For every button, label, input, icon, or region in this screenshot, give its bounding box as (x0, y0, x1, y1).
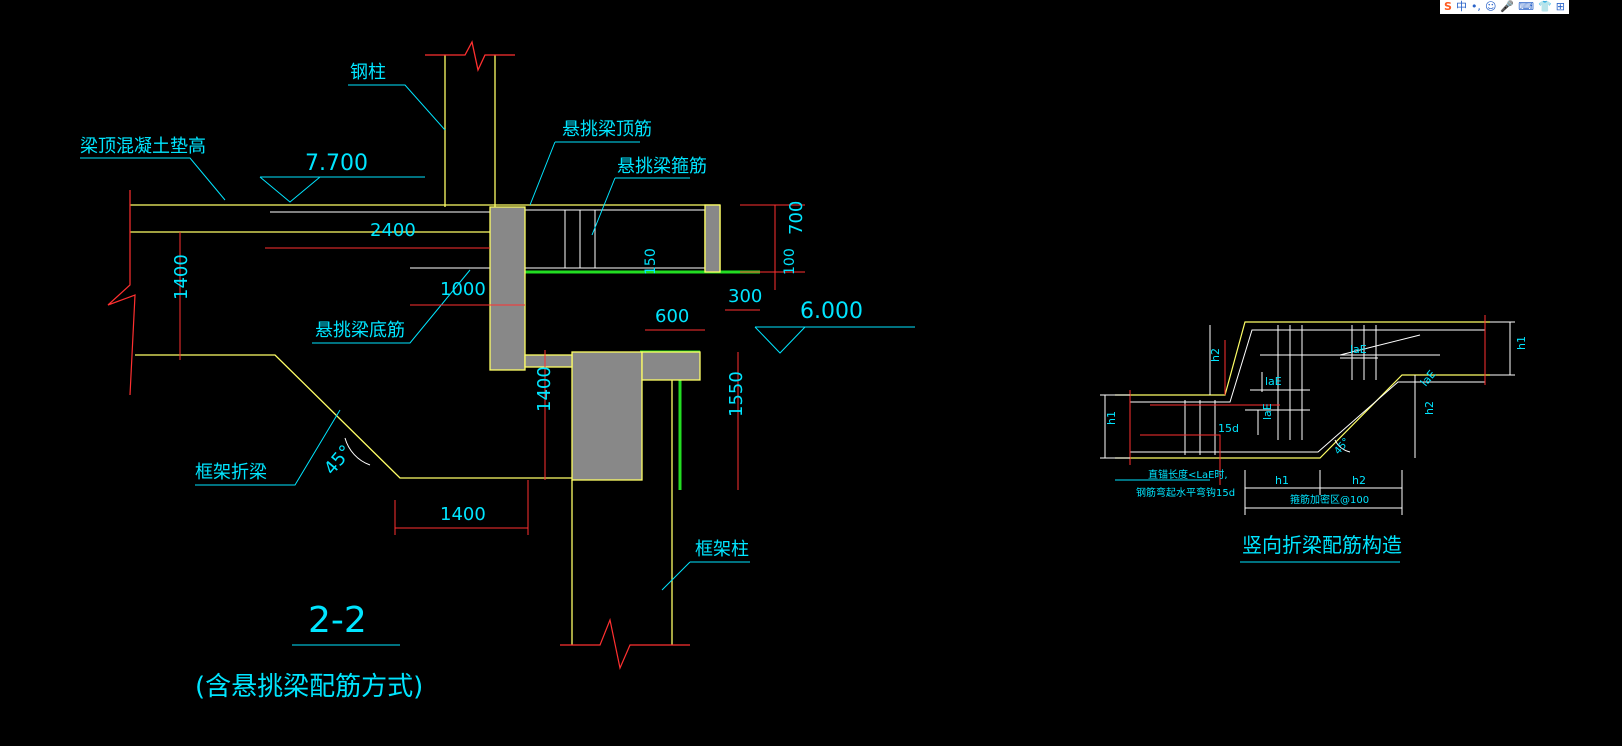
vd-note-line2: 钢筋弯起水平弯钩15d (1136, 486, 1235, 499)
label-frame-folded-beam: 框架折梁 (195, 462, 267, 483)
elevation-top-label: 7.700 (305, 151, 368, 176)
section-title: 2-2 (308, 600, 367, 641)
vd-h1-right: h1 (1515, 336, 1528, 350)
language-toggle[interactable]: 中 (1455, 0, 1467, 13)
cantilever-end-section (704, 204, 721, 273)
break-lines (107, 190, 690, 670)
dim-100: 100 (782, 248, 798, 275)
vd-lae-1: laE (1265, 375, 1282, 388)
angle-arc (344, 437, 371, 466)
dim-1400-mid: 1400 (534, 366, 555, 412)
vertical-detail-outline (1115, 321, 1490, 459)
label-beam-top-concrete: 梁顶混凝土垫高 (80, 136, 206, 157)
dim-600: 600 (655, 306, 689, 327)
vd-15d: 15d (1218, 422, 1239, 435)
bracket-section (641, 351, 701, 381)
dim-300: 300 (728, 286, 762, 307)
vd-h1-bottom: h1 (1275, 474, 1289, 487)
dim-700: 700 (786, 201, 807, 235)
folded-beam-outline (135, 354, 673, 645)
steel-column-section (489, 206, 526, 371)
label-frame-column: 框架柱 (695, 539, 749, 560)
leader-lines (80, 84, 1210, 591)
frame-column-section (571, 351, 643, 481)
angle-label: 45° (320, 441, 357, 479)
cantilever-stirrups (270, 209, 716, 269)
dim-1400-left: 1400 (171, 254, 192, 300)
vertical-detail-drawing: h1 h1 h2 h2 laE laE laE laE 15d h1 h2 45… (1100, 315, 1528, 563)
beam-end-section (524, 354, 573, 368)
steel-column (425, 40, 515, 207)
vd-h2-top: h2 (1209, 348, 1222, 362)
label-cantilever-top-bar: 悬挑梁顶筋 (562, 119, 652, 140)
vertical-detail-dims (1100, 321, 1515, 515)
elevation-marker-right (754, 326, 915, 354)
vd-lae-4: laE (1418, 368, 1439, 389)
vertical-detail-red (1129, 315, 1486, 485)
elevation-right-label: 6.000 (800, 299, 863, 324)
dimension-lines (179, 204, 805, 535)
microphone-icon[interactable]: 🎤 (1500, 0, 1515, 13)
section-2-2-drawing: 7.700 6.000 (80, 40, 1210, 702)
vd-h1-left: h1 (1105, 411, 1118, 425)
vd-h2-bottom: h2 (1352, 474, 1366, 487)
dim-150: 150 (643, 248, 659, 275)
vd-angle: 45° (1332, 436, 1352, 457)
skin-icon[interactable]: 👕 (1538, 0, 1552, 13)
vd-h2-right: h2 (1423, 401, 1436, 415)
vd-lae-2: laE (1350, 343, 1367, 356)
dim-1000: 1000 (440, 279, 486, 300)
label-cantilever-bottom-bar: 悬挑梁底筋 (315, 320, 405, 341)
punctuation-icon[interactable]: •, (1470, 0, 1481, 13)
ime-toolbar[interactable]: S 中 •, ☺ 🎤 ⌨ 👕 ⊞ (1440, 0, 1569, 14)
label-steel-column: 钢柱 (350, 62, 386, 83)
vd-lae-3: laE (1261, 403, 1274, 420)
vd-title: 竖向折梁配筋构造 (1242, 533, 1402, 557)
section-subtitle: (含悬挑梁配筋方式) (195, 672, 423, 702)
toolbox-icon[interactable]: ⊞ (1555, 0, 1565, 13)
vd-note-line1: 直锚长度<LaE时, (1148, 468, 1228, 481)
vertical-detail-bars (1130, 325, 1485, 455)
dim-2400: 2400 (370, 220, 416, 241)
vertical-detail-angle-arc (1334, 439, 1351, 453)
elevation-marker-top (259, 176, 425, 203)
dim-1400-bottom: 1400 (440, 504, 486, 525)
label-cantilever-stirrup: 悬挑梁箍筋 (617, 156, 707, 177)
dim-1550: 1550 (726, 371, 747, 417)
keyboard-icon[interactable]: ⌨ (1518, 0, 1534, 13)
emoji-icon[interactable]: ☺ (1484, 0, 1497, 13)
vd-stirrup-note: 箍筋加密区@100 (1290, 493, 1369, 506)
sogou-logo-icon[interactable]: S (1444, 0, 1452, 13)
